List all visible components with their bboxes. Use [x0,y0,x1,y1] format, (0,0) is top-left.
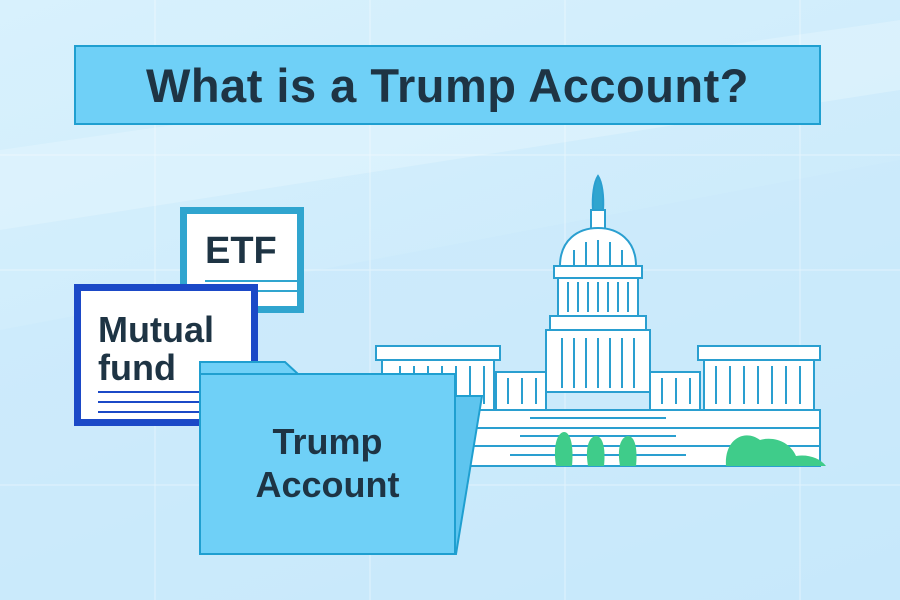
trump-account-label-line2: Account [255,464,400,506]
mutual-fund-label-line2: fund [98,346,176,388]
page-title: What is a Trump Account? [145,58,749,112]
mutual-fund-label: Mutual fund [98,311,248,387]
etf-label: ETF [205,230,277,272]
mutual-fund-label-line1: Mutual [98,309,214,350]
tree-icon [586,436,605,466]
tree-icon [725,435,826,466]
trump-account-label-line1: Trump [272,421,383,462]
title-banner: What is a Trump Account? [74,45,821,125]
trump-account-label: Trump Account [200,420,455,506]
document-line [98,411,250,413]
tree-icon [618,436,637,466]
document-line [98,401,250,403]
document-line [205,280,297,282]
document-line [98,391,250,393]
tree-icon [554,432,573,466]
